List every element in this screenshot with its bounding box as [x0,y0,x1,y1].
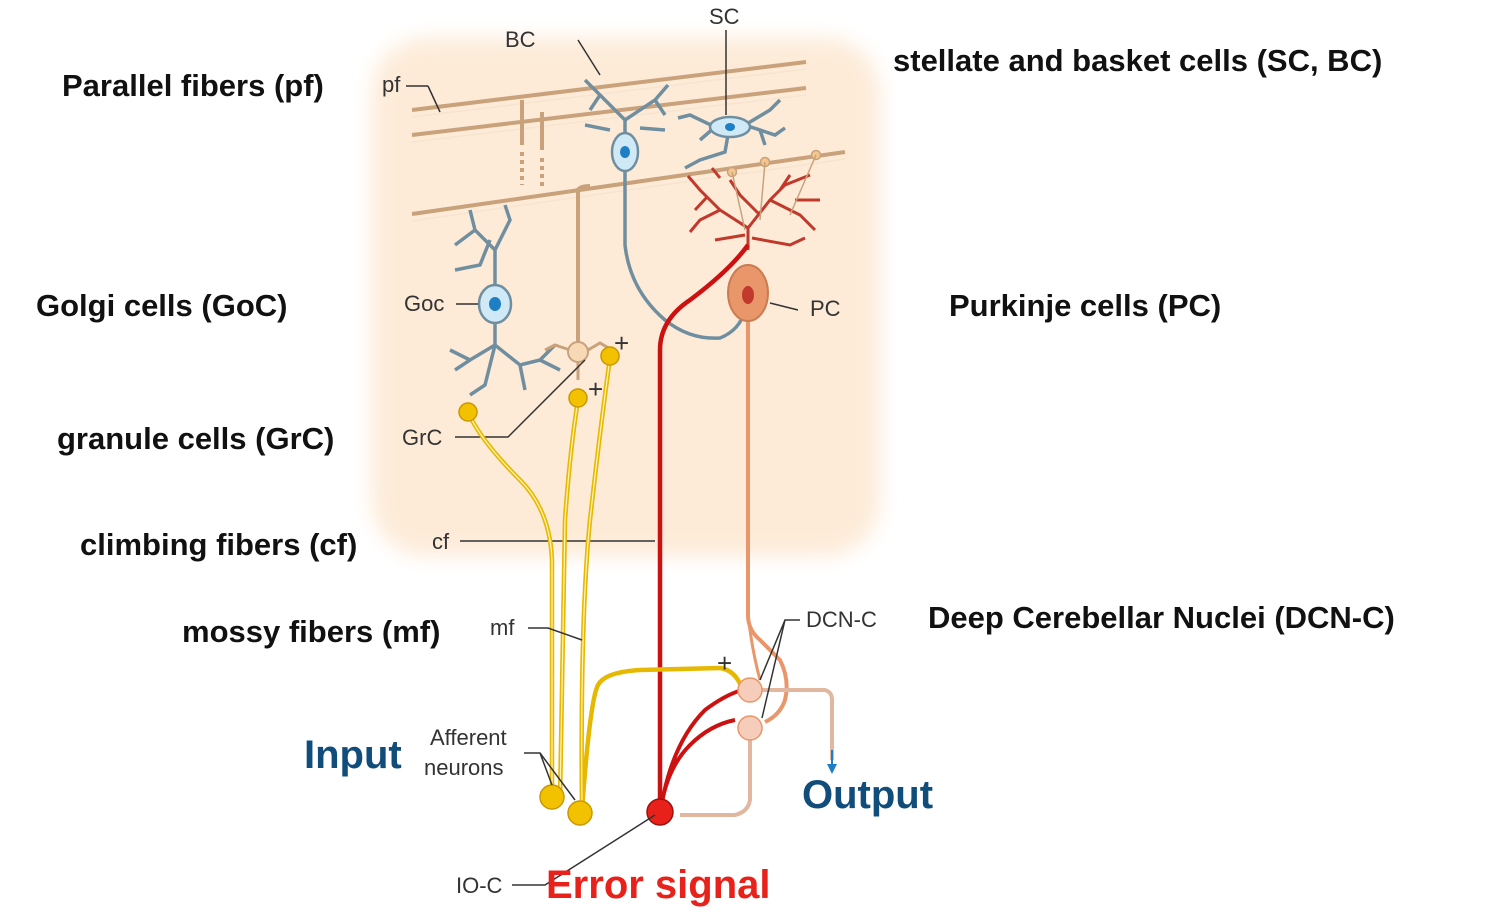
pc-leader-line [769,302,799,311]
label-golgi: Golgi cells (GoC) [36,288,288,323]
golgi-cell-dendrites [449,204,561,397]
plus-sign-granule-top: + [614,328,629,358]
basket-cell [583,78,747,340]
dcn-cell-upper [737,677,763,703]
tag-pc: PC [810,296,841,321]
tag-goc: Goc [404,291,444,316]
tag-bc: BC [505,27,536,52]
label-stellate-basket: stellate and basket cells (SC, BC) [893,43,1383,78]
tag-cf: cf [432,529,450,554]
mossy-fibers-inner [467,357,611,811]
tag-grc: GrC [402,425,442,450]
afferent-leader-line [524,752,576,801]
climbing-fiber-collaterals [658,688,743,816]
afferent-neurons [539,784,593,826]
dcn-cell-lower [737,715,763,741]
granule-cell-body [567,341,589,363]
purkinje-dendrites [686,167,820,250]
tag-afferent-line1: Afferent [430,725,507,750]
tag-mf: mf [490,615,515,640]
label-parallel-fibers: Parallel fibers (pf) [62,68,324,103]
parallel-fibers [411,60,846,348]
climbing-fiber [657,243,750,810]
plus-sign-dcn: + [717,648,732,678]
cerebellar-cortex-region [372,38,880,556]
io-leader-line [512,814,656,886]
tag-dcn: DCN-C [806,607,877,632]
label-purkinje: Purkinje cells (PC) [949,288,1222,323]
mossy-fiber-rosettes [458,346,620,422]
dcn-leader-line [759,619,800,719]
grc-leader-line [455,359,586,438]
inferior-olive-cell [646,798,674,826]
dcn-output-path [680,688,834,817]
tag-io: IO-C [456,873,503,898]
bc-leader-line [577,39,601,76]
tag-pf: pf [382,72,401,97]
label-mossy: mossy fibers (mf) [182,614,441,649]
label-granule: granule cells (GrC) [57,421,335,456]
error-signal-label: Error signal [546,863,771,907]
pf-leader-line [406,85,441,113]
tag-afferent-line2: neurons [424,755,504,780]
tag-sc: SC [709,4,740,29]
output-label: Output [802,773,933,817]
plus-sign-granule-bottom: + [588,374,603,404]
mf-leader-line [528,627,583,641]
stellate-cell [677,98,787,170]
input-label: Input [304,733,402,777]
label-dcn: Deep Cerebellar Nuclei (DCN-C) [928,600,1395,635]
label-climbing: climbing fibers (cf) [80,527,358,562]
